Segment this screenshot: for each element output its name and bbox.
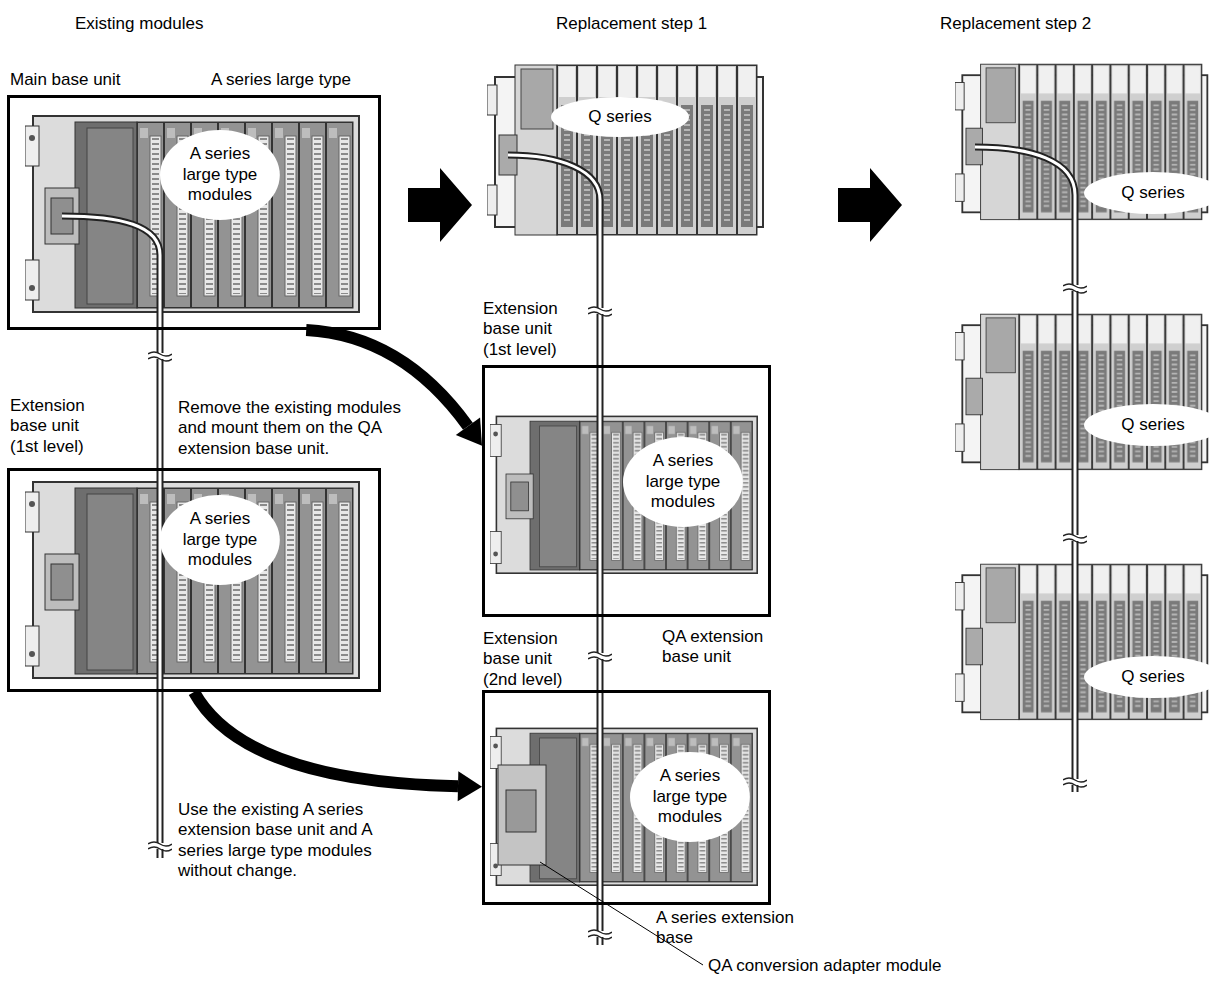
bubble-text: Q series <box>1103 183 1203 203</box>
annotation-label: Replacement step 1 <box>556 14 707 34</box>
bubble-ellipse <box>630 752 750 842</box>
bubble-ellipse <box>551 97 689 137</box>
bubble-ellipse <box>1084 172 1211 214</box>
module-bubble: Q series <box>1084 404 1211 446</box>
annotation-label: A series extension base <box>656 908 816 949</box>
cable-break-mark <box>148 284 1087 939</box>
unit-heading: Main base unit <box>10 70 121 90</box>
bubble-text: Q series <box>1103 667 1203 687</box>
annotation-label: QA extension base unit <box>662 627 772 668</box>
module-bubble: A series large type modules <box>160 495 280 585</box>
step-arrow <box>408 168 472 242</box>
unit-heading: A series large type <box>211 70 351 90</box>
bubble-text: A series large type modules <box>177 509 263 570</box>
bubble-text: Q series <box>570 107 670 127</box>
a-series-extension-base <box>25 482 359 678</box>
base-unit-frame: Main base unitA series large typeA serie… <box>7 95 381 330</box>
module-bubble: A series large type modules <box>160 130 280 220</box>
module-bubble: A series large type modules <box>630 752 750 842</box>
q-series-main-base <box>955 64 1207 219</box>
unit-heading: Extension base unit (2nd level) <box>483 629 583 690</box>
bubble-ellipse <box>1084 404 1211 446</box>
step-arrow <box>838 168 902 242</box>
arrow-label: Use the existing A series extension base… <box>178 800 408 882</box>
arrow-shaft <box>194 692 458 786</box>
module-bubble: Q series <box>551 97 689 137</box>
bubble-ellipse <box>1084 656 1211 698</box>
move-arrow <box>194 692 482 801</box>
base-unit-frame: Extension base unit (1st level)A series … <box>7 468 381 692</box>
unit-heading: Extension base unit (1st level) <box>10 396 105 457</box>
arrow-head <box>456 417 482 445</box>
adapter-connector <box>506 790 536 832</box>
base-unit-frame: Extension base unit (2nd level)A series … <box>482 690 771 905</box>
bubble-ellipse <box>160 495 280 585</box>
bubble-text: A series large type modules <box>177 144 263 205</box>
bubble-text: A series large type modules <box>647 766 733 827</box>
annotation-label: Replacement step 2 <box>940 14 1091 34</box>
bubble-ellipse <box>623 437 743 527</box>
annotation-label: QA conversion adapter module <box>708 956 941 976</box>
arrow-head <box>458 771 482 801</box>
bubble-text: Q series <box>1103 415 1203 435</box>
base-unit-frame: Extension base unit (1st level)A series … <box>482 365 771 617</box>
unit-heading: Extension base unit (1st level) <box>483 299 583 360</box>
qa-extension-base <box>490 416 757 573</box>
bubble-text: A series large type modules <box>640 451 726 512</box>
arrow-label: Remove the existing modules and mount th… <box>178 398 418 459</box>
q-series-extension-base <box>955 314 1207 469</box>
annotation-label: Existing modules <box>75 14 204 34</box>
q-series-main-base <box>487 65 763 235</box>
qa-conversion-adapter <box>498 765 546 865</box>
a-series-extension-base <box>490 728 757 885</box>
module-bubble: A series large type modules <box>623 437 743 527</box>
extension-cable <box>62 147 1075 945</box>
module-bubble: Q series <box>1084 656 1211 698</box>
bubble-ellipse <box>160 130 280 220</box>
module-bubble: Q series <box>1084 172 1211 214</box>
